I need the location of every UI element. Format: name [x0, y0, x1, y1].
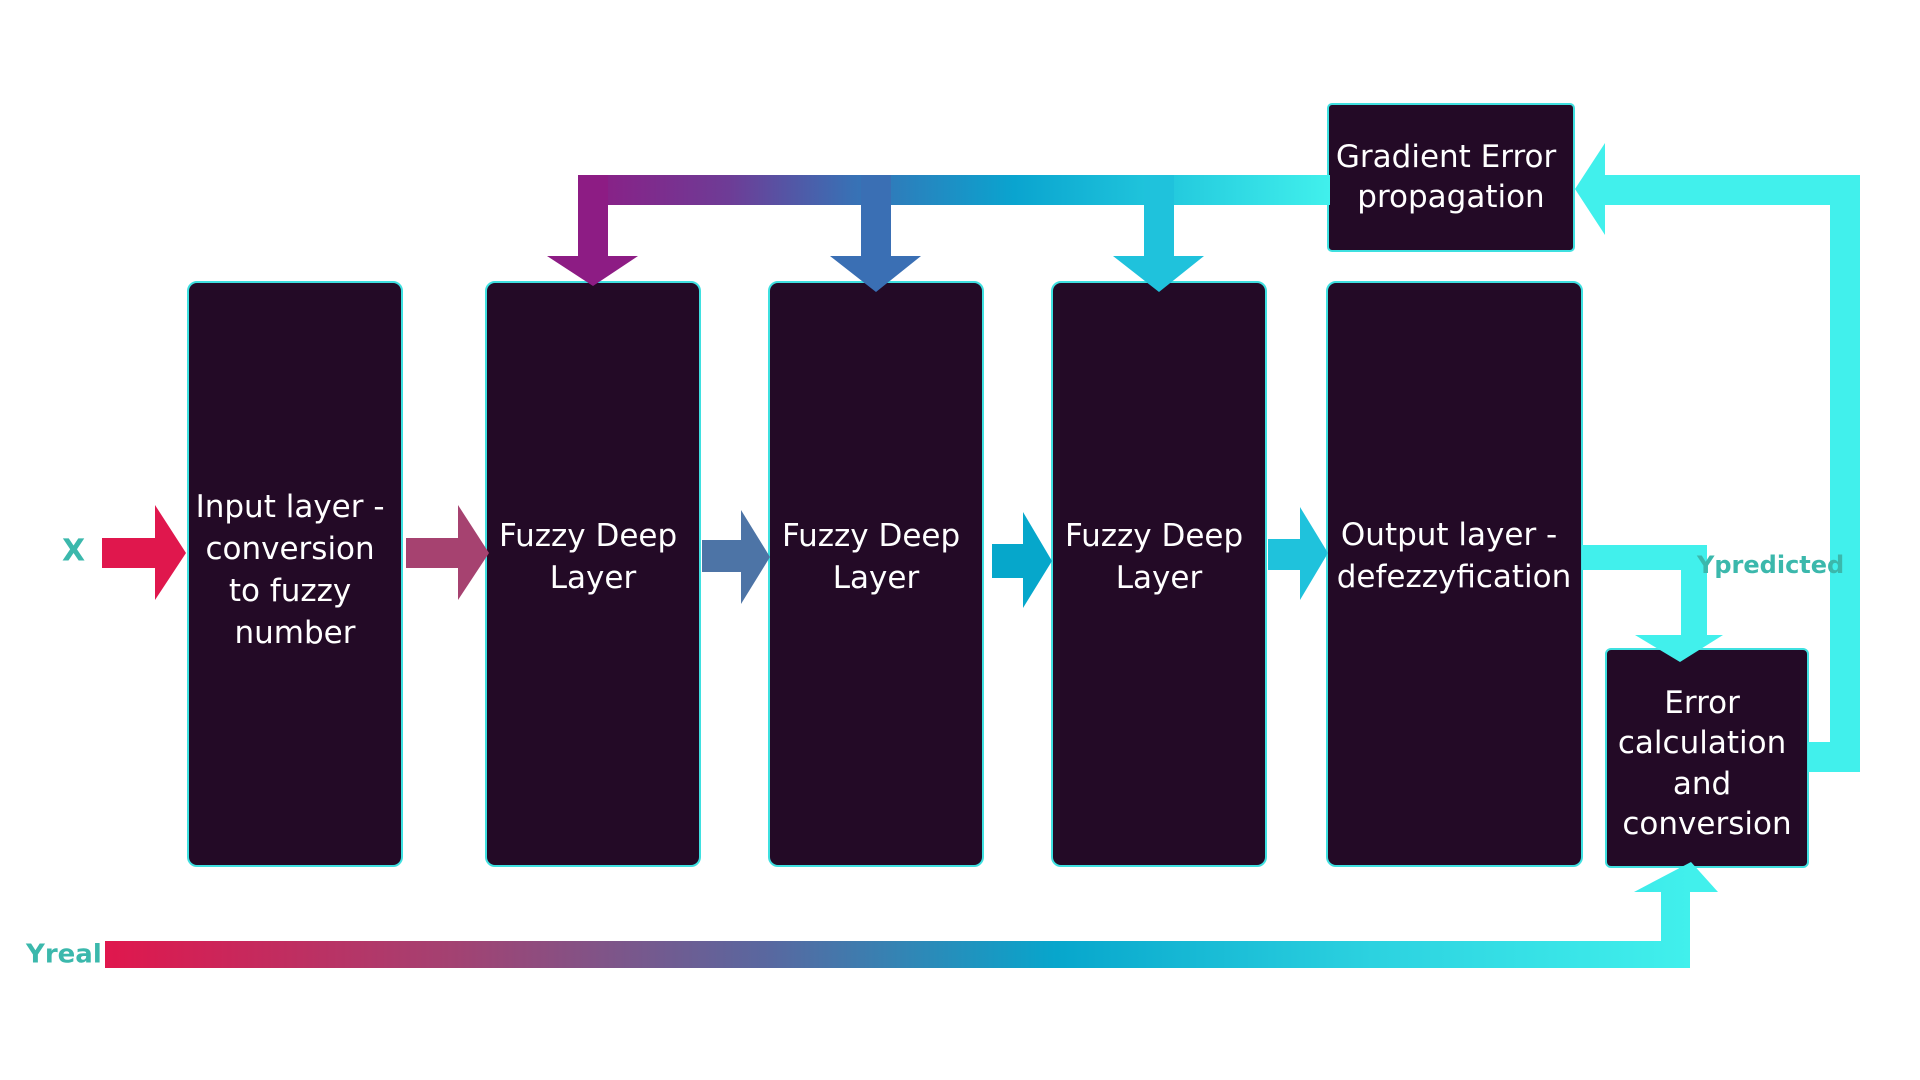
ypredicted-label: Ypredicted	[1696, 551, 1844, 579]
fuzzy-deep-layer-2-box: Fuzzy Deep Layer	[768, 281, 984, 867]
output-layer-label: Output layer - defezzyfication	[1337, 517, 1572, 595]
fuzzy-deep-layer-1-box: Fuzzy Deep Layer	[485, 281, 701, 867]
input-layer-label: Input layer - conversion to fuzzy number	[196, 489, 395, 651]
fuzzy-deep-layer-2-label: Fuzzy Deep Layer	[782, 518, 970, 596]
fuzzy-deep-layer-1-label: Fuzzy Deep Layer	[499, 518, 687, 596]
gradient-error-label: Gradient Error propagation	[1336, 139, 1566, 215]
yreal-arrow	[105, 862, 1718, 968]
x-label: X	[62, 534, 85, 569]
fuzzy-deep-layer-3-label: Fuzzy Deep Layer	[1065, 518, 1253, 596]
forward-arrow-3	[992, 512, 1052, 608]
forward-arrow-1	[406, 505, 489, 600]
yreal-label: Yreal	[25, 940, 102, 970]
error-calculation-box: Error calculation and conversion	[1605, 648, 1809, 868]
fuzzy-deep-layer-3-box: Fuzzy Deep Layer	[1051, 281, 1267, 867]
ypredicted-arrow	[1582, 545, 1723, 662]
x-input-arrow	[102, 505, 186, 600]
error-calculation-label: Error calculation and conversion	[1618, 685, 1796, 842]
forward-arrow-4	[1268, 507, 1328, 600]
gradient-error-box: Gradient Error propagation	[1327, 103, 1575, 252]
forward-arrow-2	[702, 510, 770, 604]
input-layer-box: Input layer - conversion to fuzzy number	[187, 281, 403, 867]
backprop-arrow-2	[830, 175, 921, 292]
backprop-line	[547, 175, 1330, 292]
backprop-arrow-3	[1113, 175, 1204, 292]
backprop-arrow-1	[547, 175, 638, 286]
output-layer-box: Output layer - defezzyfication	[1326, 281, 1583, 867]
error-feedback-arrow	[1575, 143, 1860, 772]
